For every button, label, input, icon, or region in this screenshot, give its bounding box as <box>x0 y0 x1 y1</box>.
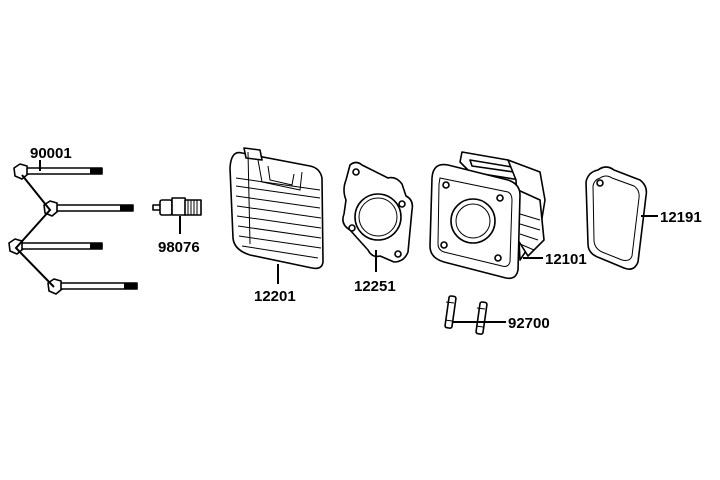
dowel-pins: 92700 <box>444 295 550 335</box>
part-number-98076: 98076 <box>158 239 200 256</box>
part-number-12201: 12201 <box>254 288 296 305</box>
cylinder-head: 12201 <box>229 147 324 305</box>
base-gasket: 12191 <box>585 166 702 270</box>
bolts-group: 90001 <box>8 145 138 295</box>
bolt-1 <box>13 163 103 180</box>
bolt-leader-lines <box>14 174 55 288</box>
cylinder: 12101 <box>429 151 587 280</box>
bolt-2 <box>43 200 134 217</box>
part-number-12191: 12191 <box>660 209 702 226</box>
bolt-4 <box>47 278 138 295</box>
part-number-12101: 12101 <box>545 251 587 268</box>
part-number-92700: 92700 <box>508 315 550 332</box>
head-gasket: 12251 <box>342 161 414 295</box>
part-number-90001: 90001 <box>30 145 72 162</box>
spark-plug: 98076 <box>152 197 202 256</box>
part-number-12251: 12251 <box>354 278 396 295</box>
